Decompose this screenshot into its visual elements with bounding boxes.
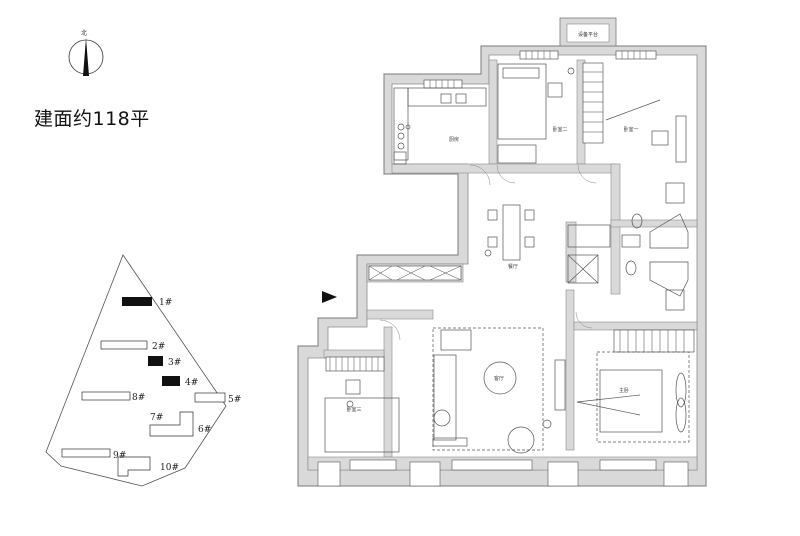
building-8 <box>81 391 131 401</box>
building-label-4: 4# <box>185 378 198 388</box>
master-bed <box>576 351 690 443</box>
equipment-platform-label: 设备平台 <box>578 31 598 38</box>
room-label-bedroom3: 卧室三 <box>346 406 361 413</box>
room-label-bedroom2: 卧室二 <box>552 126 567 133</box>
area-title: 建面约118平 <box>34 108 150 130</box>
building-1 <box>122 297 152 306</box>
door-swings <box>379 164 597 341</box>
building-label-5: 5# <box>228 395 241 405</box>
building-9 <box>61 448 111 458</box>
room-label-living: 客厅 <box>494 375 504 382</box>
entrance-arrow-icon <box>322 291 337 303</box>
building-label-6: 6# <box>198 425 211 435</box>
exterior-wall <box>297 45 707 487</box>
bathroom-fixtures <box>567 182 689 311</box>
bedroom1-furniture <box>605 99 687 163</box>
north-label: 北 <box>81 30 88 37</box>
building-label-9: 9# <box>113 451 126 461</box>
room-label-master: 主卧 <box>619 387 629 394</box>
north-arrow-icon <box>68 38 104 76</box>
building-label-8: 8# <box>132 393 145 403</box>
building-6 <box>149 411 194 437</box>
building-3 <box>148 356 163 366</box>
building-label-1: 1# <box>159 298 172 308</box>
bedroom3-bed <box>324 379 400 453</box>
tv-wall <box>554 359 566 411</box>
bottom-windows <box>317 459 689 487</box>
building-label-2: 2# <box>152 342 165 352</box>
bedroom2-bed <box>497 63 575 164</box>
room-label-dining: 餐厅 <box>508 263 518 270</box>
equipment-platform: 设备平台 <box>559 17 617 47</box>
room-label-bedroom1: 卧室一 <box>623 126 638 133</box>
building-2 <box>100 340 148 350</box>
living-sofa <box>432 327 552 454</box>
building-label-7: 7# <box>150 413 163 423</box>
site-plan: 1# 2# 3# 4# 5# 6# 7# 8# 9# 10# <box>45 254 241 487</box>
building-label-10: 10# <box>160 463 179 473</box>
building-label-3: 3# <box>168 358 181 368</box>
building-5 <box>194 392 226 403</box>
site-buildings <box>61 297 226 477</box>
kitchen-counter <box>393 87 487 165</box>
building-4 <box>162 376 180 386</box>
dining-table <box>484 204 535 261</box>
building-10 <box>117 456 151 477</box>
room-label-kitchen: 厨房 <box>449 136 459 143</box>
